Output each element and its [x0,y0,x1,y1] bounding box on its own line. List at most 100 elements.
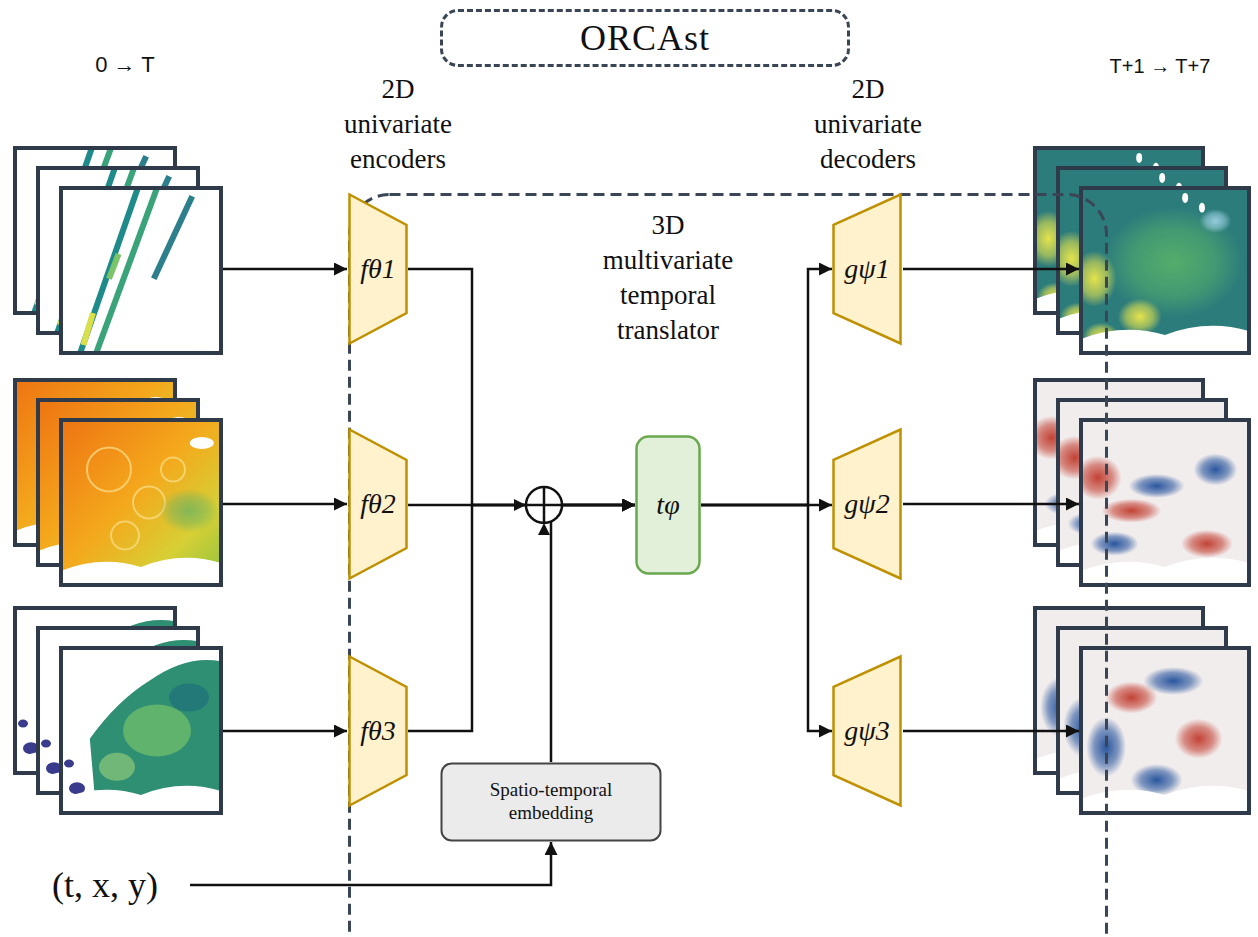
embedding-box: Spatio-temporal embedding [440,762,662,842]
node-label: gψ2 [844,488,889,520]
map-blob [1129,474,1185,498]
map-blob [1136,153,1142,163]
decoder-trapezoid: gψ2 [832,428,902,580]
decoder-trapezoid: gψ3 [832,655,902,807]
embedding-shape [442,764,661,841]
map-blob [1081,251,1116,307]
translator-box: tφ [635,435,701,575]
map-blob [1118,299,1162,335]
map-blob [1199,203,1205,213]
map-blob [1101,499,1161,523]
flow-arrow [551,505,635,762]
output-arrow [903,268,1079,271]
map-shape [61,558,221,585]
map-blob [1159,173,1165,183]
decoder-shape [834,195,901,344]
model-title: ORCAst [440,9,850,67]
decoder-shape [834,657,901,806]
input-arrow [223,503,347,506]
decoder-trapezoid: gψ1 [832,193,902,345]
map-stack [1035,608,1249,813]
illustration-part [61,648,221,813]
map-blob [1143,667,1203,695]
sum-cross [526,487,562,523]
map-frame [61,420,221,585]
encoder-trapezoid: fθ3 [348,655,408,807]
input-coordinates: (t, x, y) [20,858,190,912]
stage-heading: 2D univariate encoders [344,72,452,177]
decoder-shape [834,430,901,579]
eddy-swirl [87,448,131,492]
map-blob [1181,530,1233,558]
encoder-trapezoid: fθ1 [348,193,408,345]
map-stack [1028,380,1249,585]
node-label: Spatio-temporal embedding [456,779,646,825]
map-blob [99,753,135,781]
map-shape [61,786,221,813]
map-stack [15,608,221,813]
node-label: gψ1 [844,253,889,285]
input-arrow [223,268,347,271]
map-blob [1091,532,1139,556]
flow-arrow [190,842,551,885]
translator-shape [637,437,700,574]
map-shape [96,188,157,353]
map-shape [154,196,192,279]
output-arrow [903,503,1079,506]
node-label: (t, x, y) [52,864,158,906]
map-blob [169,684,209,712]
map-blob [18,720,28,728]
map-blob [1193,454,1237,486]
flow-arrow [701,269,832,505]
node-label: tφ [656,489,679,521]
map-frame [61,188,221,353]
map-frame [61,648,221,813]
dashed-frame [350,195,1107,937]
map-blob [190,437,214,449]
map-stacks [15,148,1249,813]
node-label: fθ1 [360,253,396,285]
map-blob [123,705,191,757]
map-blob [1103,207,1243,317]
output-arrow [903,730,1079,733]
map-border [61,188,221,353]
node-label: fθ3 [360,715,396,747]
map-frame [1074,420,1249,585]
sum-circle [526,487,562,523]
illustration-part [61,188,221,353]
sum-symbol [514,487,562,535]
map-blob [1081,456,1122,500]
connector-group [190,269,832,885]
stage-heading: 2D univariate decoders [814,72,922,177]
encoder-shape [350,195,407,344]
map-content [61,648,221,813]
time-range-label: T+1 → T+7 [1110,55,1211,78]
sum-input-head [514,499,526,511]
map-content [61,188,221,353]
map-blob [159,489,219,533]
flow-arrow [408,269,635,505]
map-blob [1182,193,1188,203]
encoder-trapezoid: fθ2 [348,428,408,580]
map-content [61,420,221,585]
map-stack [1026,148,1249,353]
map-border [61,420,221,585]
map-blob [1199,209,1231,233]
encoder-shape [350,430,407,579]
eddy-swirl [161,458,185,482]
node-label: fθ2 [360,488,396,520]
eddy-swirl [111,522,139,550]
illustration-part [61,420,221,585]
flow-arrow [408,505,635,731]
time-range-label: 0 → T [95,52,155,78]
node-label: gψ3 [844,715,889,747]
map-border [61,648,221,813]
stage-heading: 3D multivariate temporal translator [603,208,733,348]
map-blob [1175,719,1223,759]
encoder-shape [350,657,407,806]
map-stack [15,380,221,585]
flow-arrow [701,505,832,731]
map-blob [64,760,74,768]
input-arrow [223,730,347,733]
